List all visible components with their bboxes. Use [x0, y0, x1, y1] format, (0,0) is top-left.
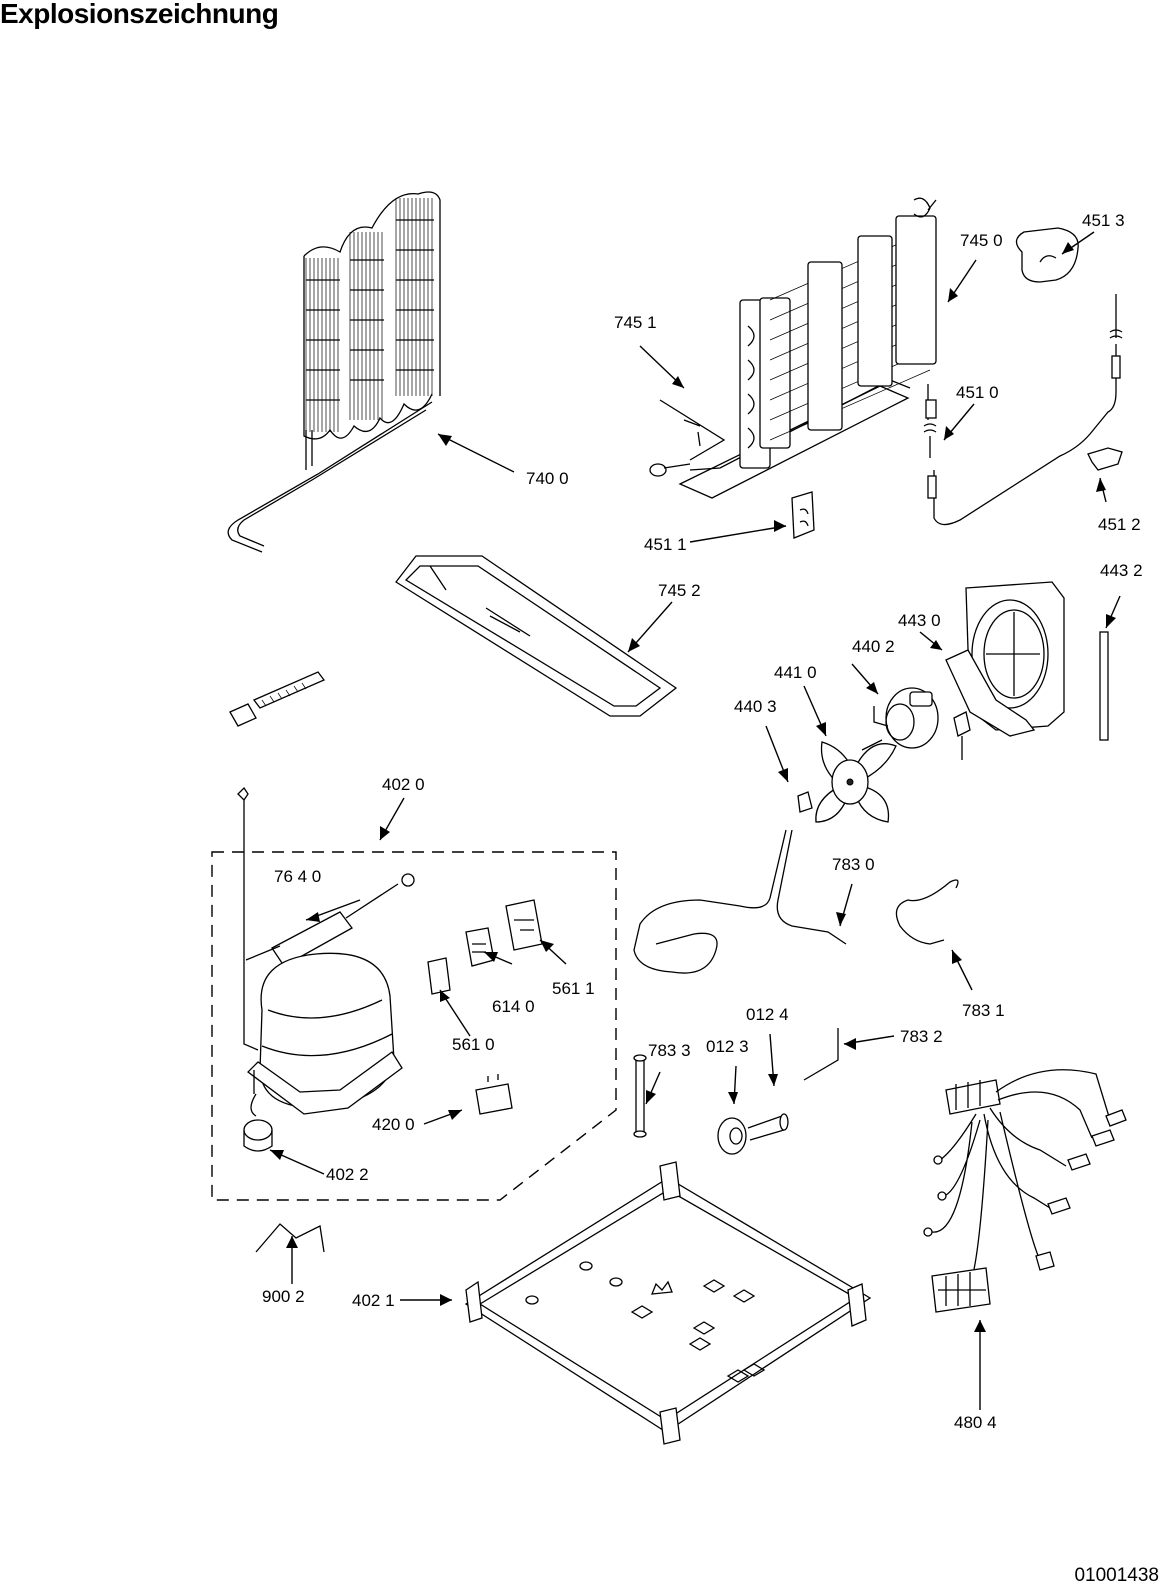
callout-783-2: 783 2	[900, 1027, 943, 1046]
fan-housing	[945, 581, 1109, 741]
callout-441-0: 441 0	[774, 663, 817, 682]
callout-440-2: 440 2	[852, 637, 895, 656]
mounting-foot	[717, 1113, 789, 1155]
callout-900-2: 900 2	[262, 1287, 305, 1306]
leader-arrowheads	[270, 242, 1116, 1332]
temperature-sensor-parts	[791, 227, 1123, 539]
callout-443-2: 443 2	[1100, 561, 1143, 580]
callout-402-1: 402 1	[352, 1291, 395, 1310]
wire-clip	[255, 1223, 325, 1253]
callout-420-0: 420 0	[372, 1115, 415, 1134]
callout-451-1: 451 1	[644, 535, 687, 554]
refrigerant-tubing	[633, 829, 959, 1138]
callout-451-0: 451 0	[956, 383, 999, 402]
callout-402-2: 402 2	[326, 1165, 369, 1184]
callout-740-0: 740 0	[526, 469, 569, 488]
callout-783-3: 783 3	[648, 1041, 691, 1060]
callout-451-3: 451 3	[1082, 211, 1125, 230]
callout-480-4: 480 4	[954, 1413, 997, 1432]
callout-443-0: 443 0	[898, 611, 941, 630]
callout-614-0: 614 0	[492, 997, 535, 1016]
fan-motor-and-blade	[797, 687, 971, 823]
drain-tray	[395, 555, 678, 717]
callout-764-0: 76 4 0	[274, 867, 321, 886]
callout-402-0: 402 0	[382, 775, 425, 794]
base-plate	[464, 1161, 872, 1445]
callout-012-3: 012 3	[706, 1037, 749, 1056]
cable-tie	[229, 671, 326, 727]
callout-labels: 740 0 745 1 745 0 451 3 451 0 451 1 451 …	[262, 211, 1143, 1432]
callout-745-0: 745 0	[960, 231, 1003, 250]
compressor-group	[211, 786, 617, 1201]
evaporator-assembly	[649, 197, 937, 499]
wiring-harness	[923, 1069, 1127, 1313]
callout-745-1: 745 1	[614, 313, 657, 332]
page-title: Explosionszeichnung	[0, 0, 279, 29]
callout-451-2: 451 2	[1098, 515, 1141, 534]
callout-561-1: 561 1	[552, 979, 595, 998]
document-number: 01001438	[1074, 1565, 1159, 1586]
callout-012-4: 012 4	[746, 1005, 789, 1024]
callout-440-3: 440 3	[734, 697, 777, 716]
condenser-coil	[227, 191, 441, 553]
callout-783-0: 783 0	[832, 855, 875, 874]
callout-561-0: 561 0	[452, 1035, 495, 1054]
callout-783-1: 783 1	[962, 1001, 1005, 1020]
callout-745-2: 745 2	[658, 581, 701, 600]
